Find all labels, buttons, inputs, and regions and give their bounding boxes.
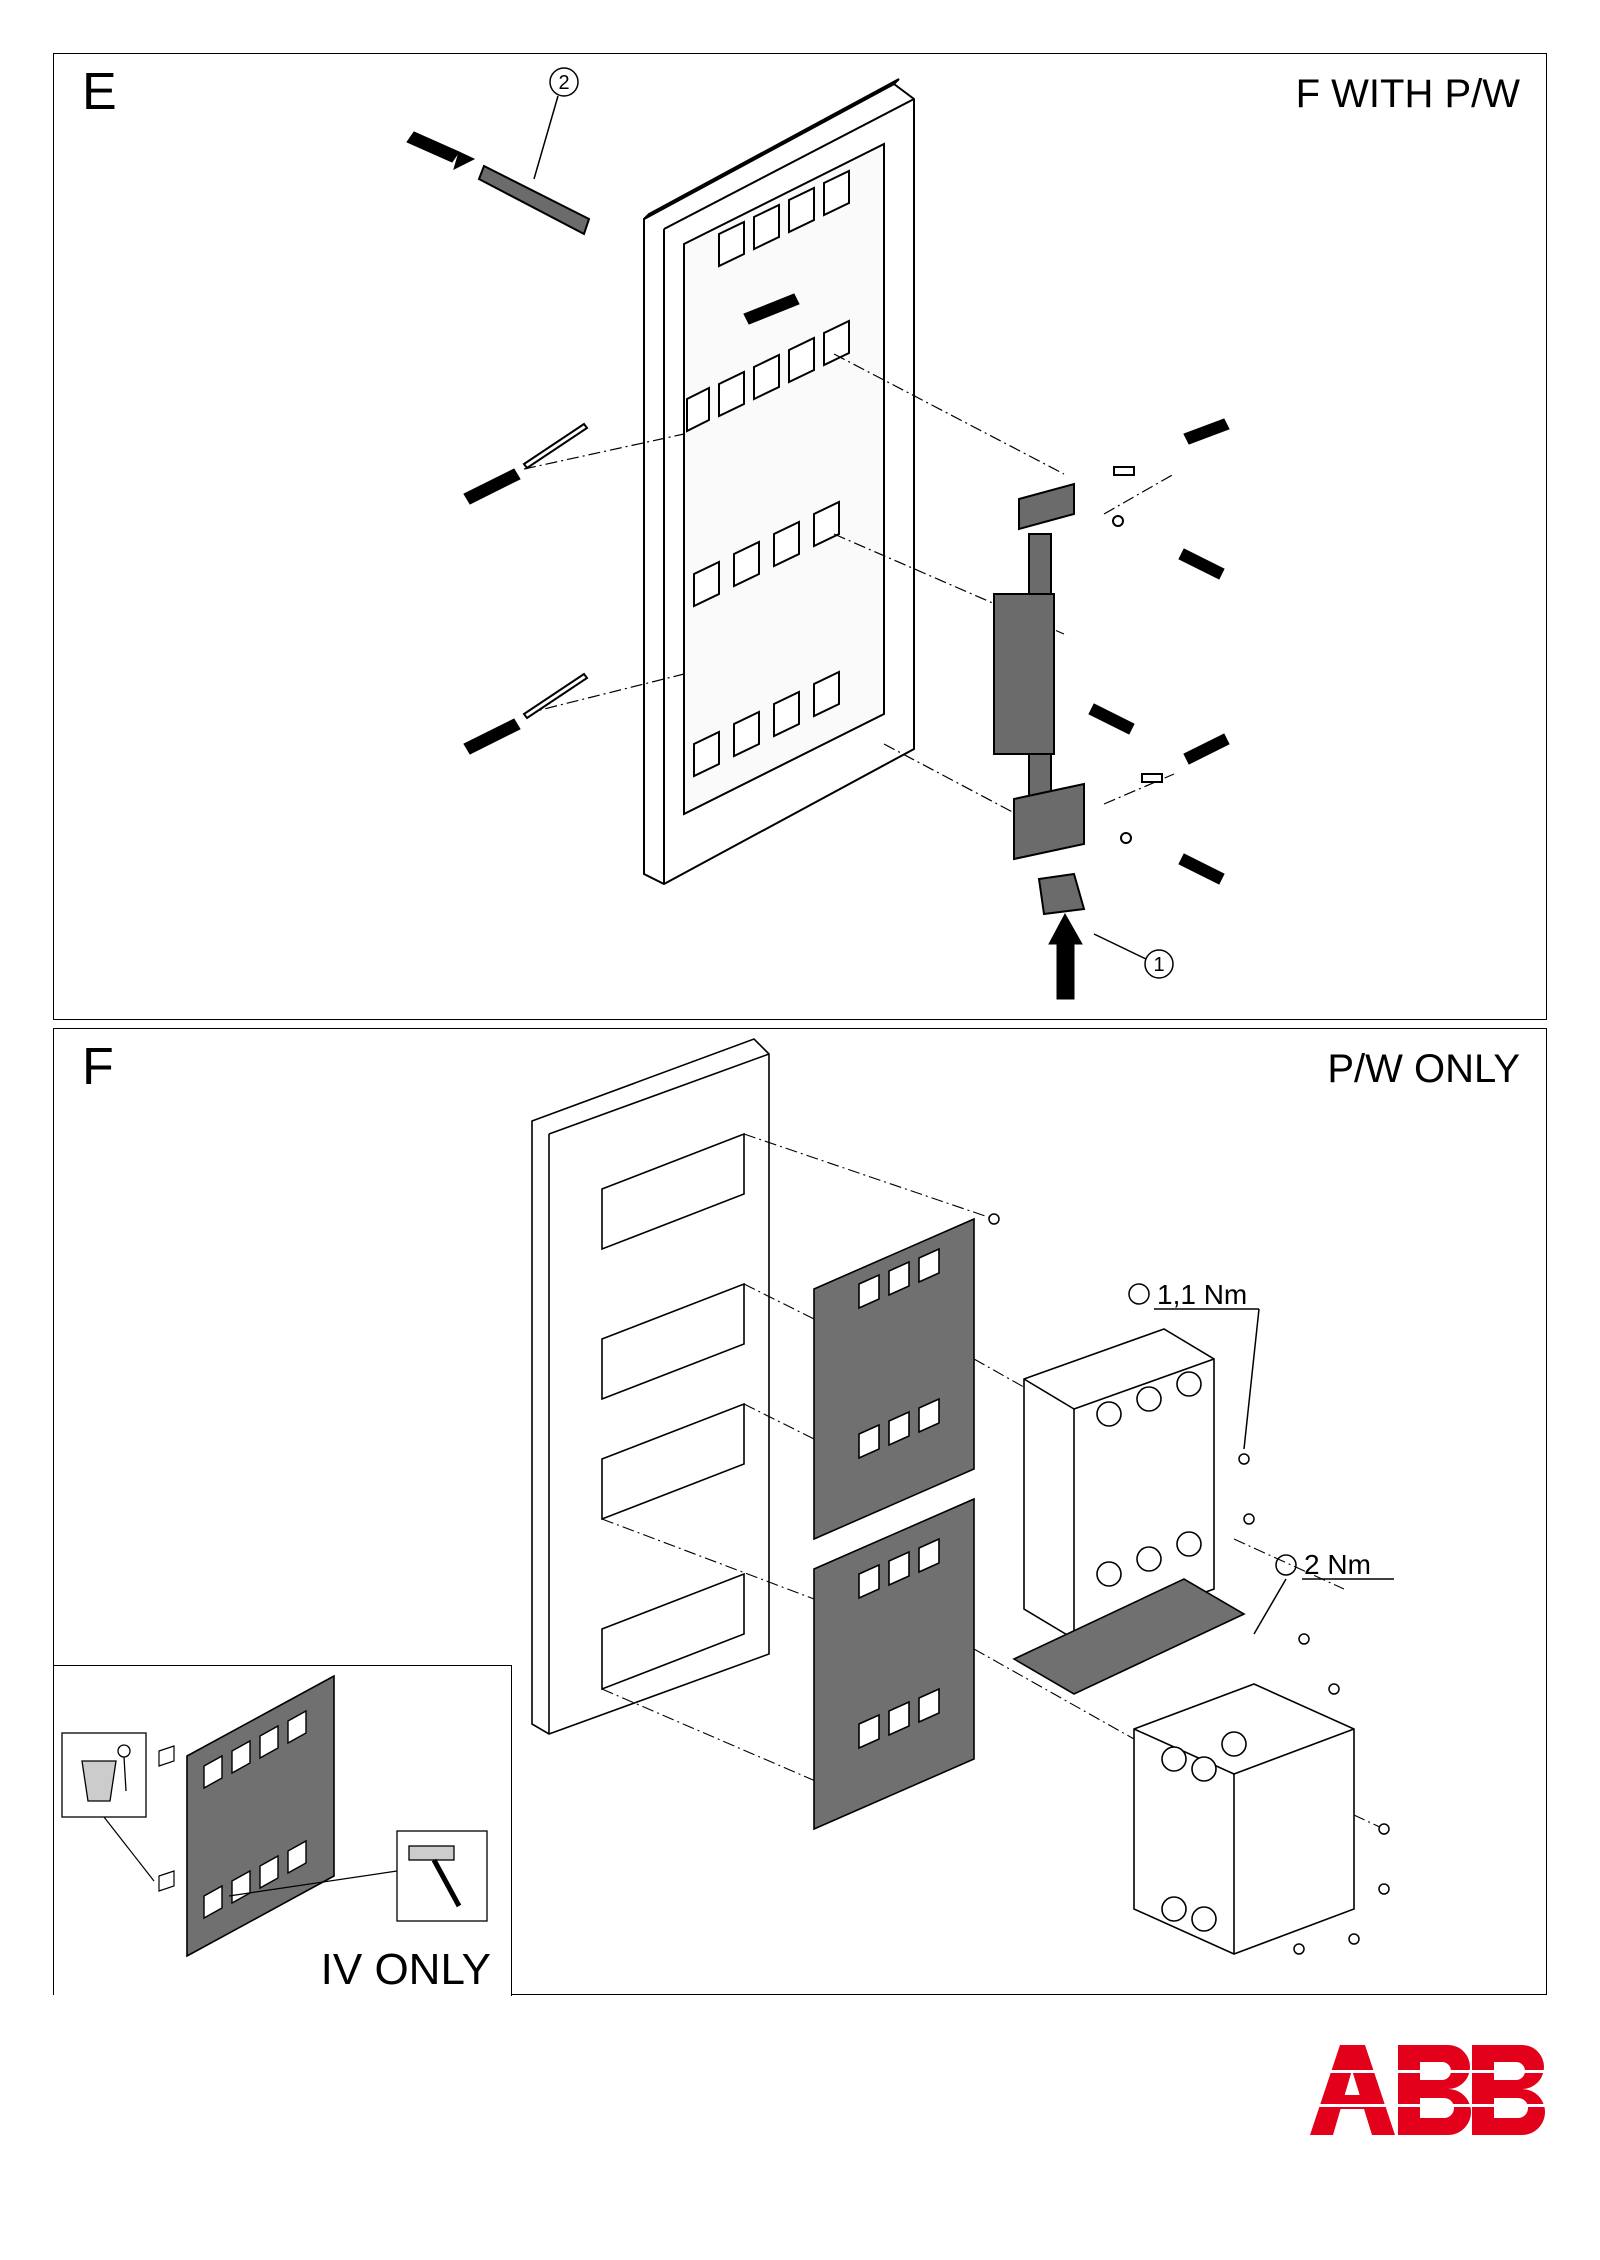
torque-2 <box>1253 1554 1394 1635</box>
callouts <box>533 67 1174 979</box>
recycle-bin-icon <box>61 1732 147 1818</box>
interlock-mechanism <box>993 482 1086 916</box>
panel-e-letter: E <box>82 63 117 121</box>
abb-logo <box>1310 2045 1550 2135</box>
panel-f: F P/W ONLY <box>53 1028 1547 1996</box>
panel-e-drawing: 2 1 <box>406 67 1230 1000</box>
callout-2-label: 2 <box>558 72 569 94</box>
panel-e-title: F WITH P/W <box>1295 72 1520 116</box>
rods <box>522 422 589 720</box>
panel-f-drawing: 1,1 Nm 2 Nm <box>531 1038 1394 1955</box>
lower-terminal-block <box>1133 1683 1355 1955</box>
torque-1-icon <box>1128 1283 1150 1305</box>
abb-logo-mark <box>1310 2045 1545 2135</box>
panel-f-letter: F <box>82 1038 114 1096</box>
step-arrows <box>406 131 1230 1000</box>
frame-windows <box>686 169 850 778</box>
frame-outline <box>531 1038 770 1735</box>
handle-part-2 <box>477 164 591 236</box>
plate-windows <box>858 1247 940 1750</box>
frame-plate <box>643 78 915 886</box>
pins <box>1112 466 1163 844</box>
hammer-icon <box>396 1830 488 1922</box>
screws <box>988 1213 1390 1955</box>
inset-iv-only: IV ONLY <box>54 1665 512 1996</box>
inset-drawing <box>61 1674 488 1958</box>
torque-1 <box>1128 1283 1260 1450</box>
inset-plate-windows <box>203 1709 307 1920</box>
callout-2 <box>549 67 579 97</box>
panel-e: E F WITH P/W <box>53 53 1547 1020</box>
callout-1-label: 1 <box>1153 954 1164 976</box>
callout-1 <box>1144 949 1174 979</box>
torque-2-icon <box>1275 1554 1297 1576</box>
plates <box>813 1217 975 1831</box>
upper-terminal-block <box>1023 1328 1215 1640</box>
panel-f-title: P/W ONLY <box>1327 1047 1520 1091</box>
inset-title: IV ONLY <box>320 1945 491 1994</box>
base-plate <box>1012 1578 1246 1695</box>
torque-1-label: 1,1 Nm <box>1157 1279 1247 1310</box>
torque-2-label: 2 Nm <box>1304 1549 1371 1580</box>
